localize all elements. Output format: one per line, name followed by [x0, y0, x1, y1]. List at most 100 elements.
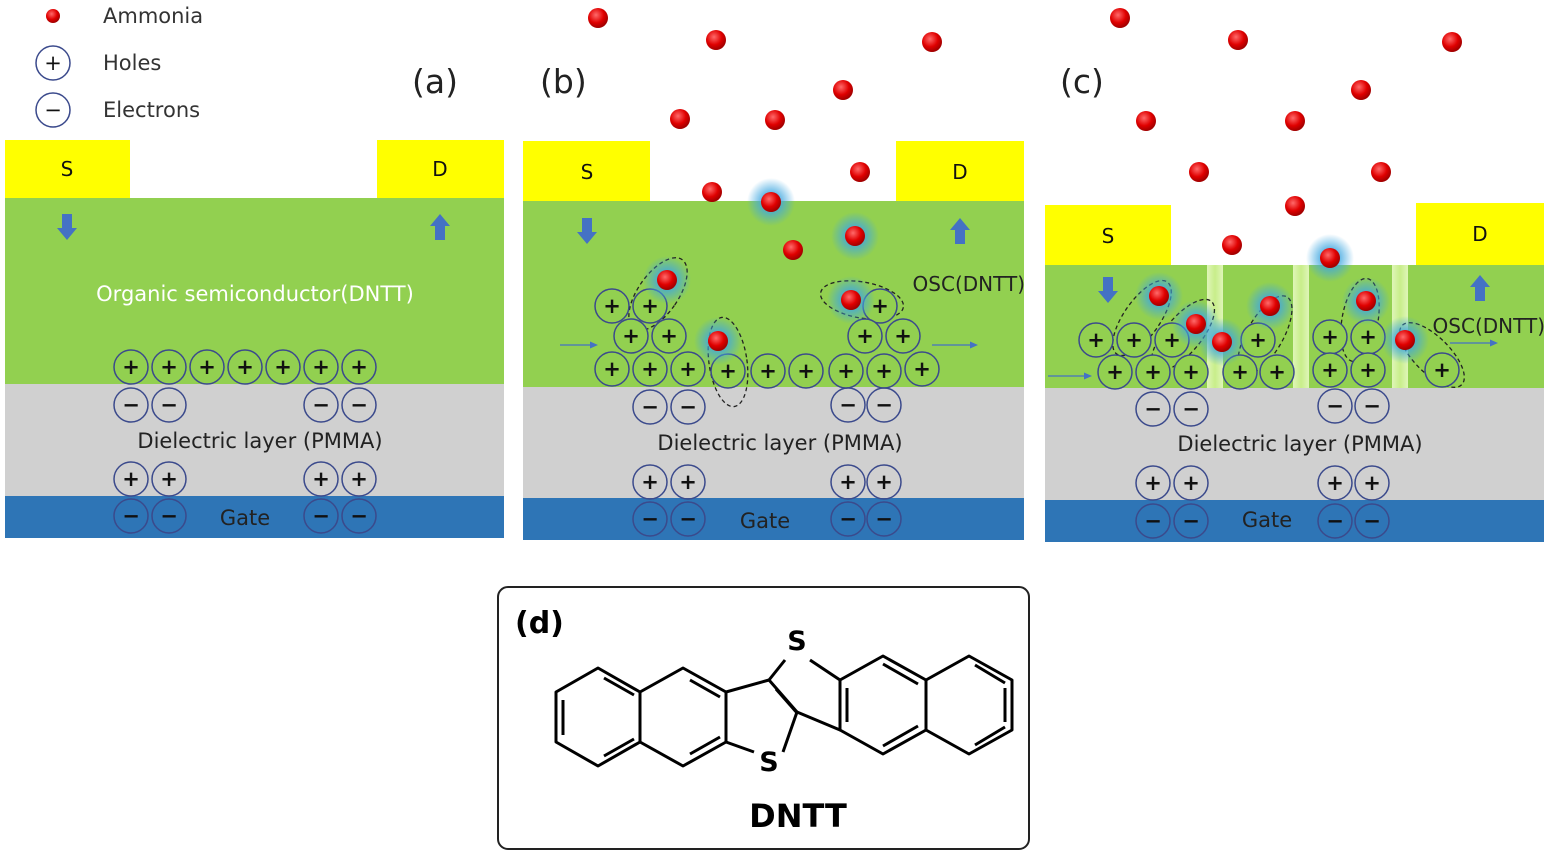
svg-text:+: + — [837, 359, 855, 383]
panel-c-tag: (c) — [1060, 62, 1104, 101]
svg-text:+: + — [913, 357, 931, 381]
hole-charge: + — [151, 349, 187, 385]
trapping-region-outline — [1112, 279, 1172, 357]
current-flow-arrow-icon — [560, 341, 598, 349]
electron-charge: − — [1173, 391, 1209, 427]
hole-charge: + — [651, 318, 687, 354]
panel-a-dielectric-layer — [5, 384, 504, 496]
svg-text:−: − — [312, 504, 330, 528]
svg-text:−: − — [1363, 509, 1381, 533]
ammonia-molecule — [1285, 111, 1305, 131]
svg-text:+: + — [160, 467, 178, 491]
electron-charge: − — [670, 501, 706, 537]
sulfur-atom-bottom: S — [759, 747, 778, 778]
hole-charge: + — [1350, 319, 1386, 355]
panel-b: (b) S D OSC(DNTT) Dielectric layer (PMMA… — [523, 62, 1025, 540]
svg-text:+: + — [1321, 358, 1339, 382]
hole-charge: + — [632, 464, 668, 500]
svg-text:+: + — [1326, 471, 1344, 495]
electron-charge: − — [341, 387, 377, 423]
svg-text:−: − — [839, 393, 857, 417]
electron-charge: − — [1135, 503, 1171, 539]
ammonia-molecule — [588, 8, 608, 28]
svg-text:+: + — [1106, 360, 1124, 384]
panel-c-grain-boundary — [1293, 265, 1309, 388]
hole-charge: + — [303, 461, 339, 497]
electron-charge: − — [113, 498, 149, 534]
svg-text:+: + — [1125, 328, 1143, 352]
hole-charge: + — [866, 464, 902, 500]
ammonia-molecule — [922, 32, 942, 52]
adsorbed-ammonia-molecule — [1246, 282, 1294, 330]
svg-text:+: + — [797, 359, 815, 383]
hole-charge: + — [151, 461, 187, 497]
arrow-up-icon — [950, 218, 970, 244]
svg-text:+: + — [1359, 325, 1377, 349]
sulfur-atom-top: S — [787, 626, 806, 657]
panel-c-semiconductor-label: OSC(DNTT) — [1433, 314, 1545, 338]
electron-charge: − — [1354, 388, 1390, 424]
hole-charge: + — [1312, 319, 1348, 355]
electron-charge: − — [632, 501, 668, 537]
electron-charge: − — [1173, 503, 1209, 539]
svg-text:−: − — [875, 393, 893, 417]
hole-charge: + — [227, 349, 263, 385]
hole-charge: + — [265, 349, 301, 385]
arrow-down-icon — [57, 214, 77, 240]
electron-charge: − — [670, 389, 706, 425]
electron-charge: − — [1354, 503, 1390, 539]
arrow-up-icon — [430, 214, 450, 240]
hole-charge: + — [670, 464, 706, 500]
hole-charge: + — [189, 349, 225, 385]
hole-charge: + — [788, 353, 824, 389]
svg-text:+: + — [1359, 358, 1377, 382]
panel-b-dielectric-label: Dielectric layer (PMMA) — [657, 431, 902, 455]
adsorbed-ammonia-molecule — [1135, 272, 1183, 320]
ammonia-molecule — [1285, 196, 1305, 216]
panel-a-current-arrows — [57, 214, 450, 240]
svg-text:−: − — [160, 504, 178, 528]
svg-text:−: − — [1144, 397, 1162, 421]
svg-text:−: − — [160, 393, 178, 417]
ammonia-molecule — [1351, 80, 1371, 100]
hole-charge: + — [1097, 354, 1133, 390]
svg-text:−: − — [1144, 509, 1162, 533]
svg-text:+: + — [122, 467, 140, 491]
panel-c-drain-label: D — [1472, 222, 1487, 246]
hole-charge: + — [1116, 322, 1152, 358]
hole-charge: + — [1259, 354, 1295, 390]
adsorbed-ammonia-molecule — [827, 276, 875, 324]
svg-text:+: + — [679, 470, 697, 494]
hole-charge: + — [866, 353, 902, 389]
panel-a: (a) S D Organic semiconductor(DNTT) Diel… — [5, 62, 504, 538]
electron-charge: − — [830, 387, 866, 423]
hole-charge: + — [670, 351, 706, 387]
electron-charge: − — [113, 387, 149, 423]
panel-b-semiconductor-label: OSC(DNTT) — [913, 272, 1025, 296]
panel-c: (c) S D OSC(DNTT) Dielectric layer (PMMA… — [1045, 62, 1545, 542]
adsorbed-ammonia-molecule — [643, 256, 691, 304]
panel-a-source-label: S — [61, 157, 74, 181]
panel-a-semiconductor-label: Organic semiconductor(DNTT) — [96, 282, 414, 306]
panel-b-drain-label: D — [952, 160, 967, 184]
panel-c-source-electrode — [1045, 205, 1171, 265]
svg-text:+: + — [856, 324, 874, 348]
svg-text:+: + — [603, 294, 621, 318]
hole-charge: + — [1317, 465, 1353, 501]
svg-text:+: + — [350, 467, 368, 491]
electron-charge: − — [1317, 388, 1353, 424]
current-flow-arrow-icon — [932, 341, 978, 349]
ammonia-molecule — [1442, 32, 1462, 52]
hole-charge: + — [113, 461, 149, 497]
hole-charge: + — [1312, 352, 1348, 388]
svg-text:+: + — [871, 294, 889, 318]
panel-a-charges: +++++++−−−−++++−−−− — [113, 349, 377, 534]
hole-charge: + — [750, 353, 786, 389]
svg-text:−: − — [1182, 397, 1200, 421]
svg-text:+: + — [122, 355, 140, 379]
svg-text:+: + — [350, 355, 368, 379]
panel-a-dielectric-label: Dielectric layer (PMMA) — [137, 429, 382, 453]
svg-text:+: + — [660, 324, 678, 348]
svg-text:−: − — [350, 393, 368, 417]
